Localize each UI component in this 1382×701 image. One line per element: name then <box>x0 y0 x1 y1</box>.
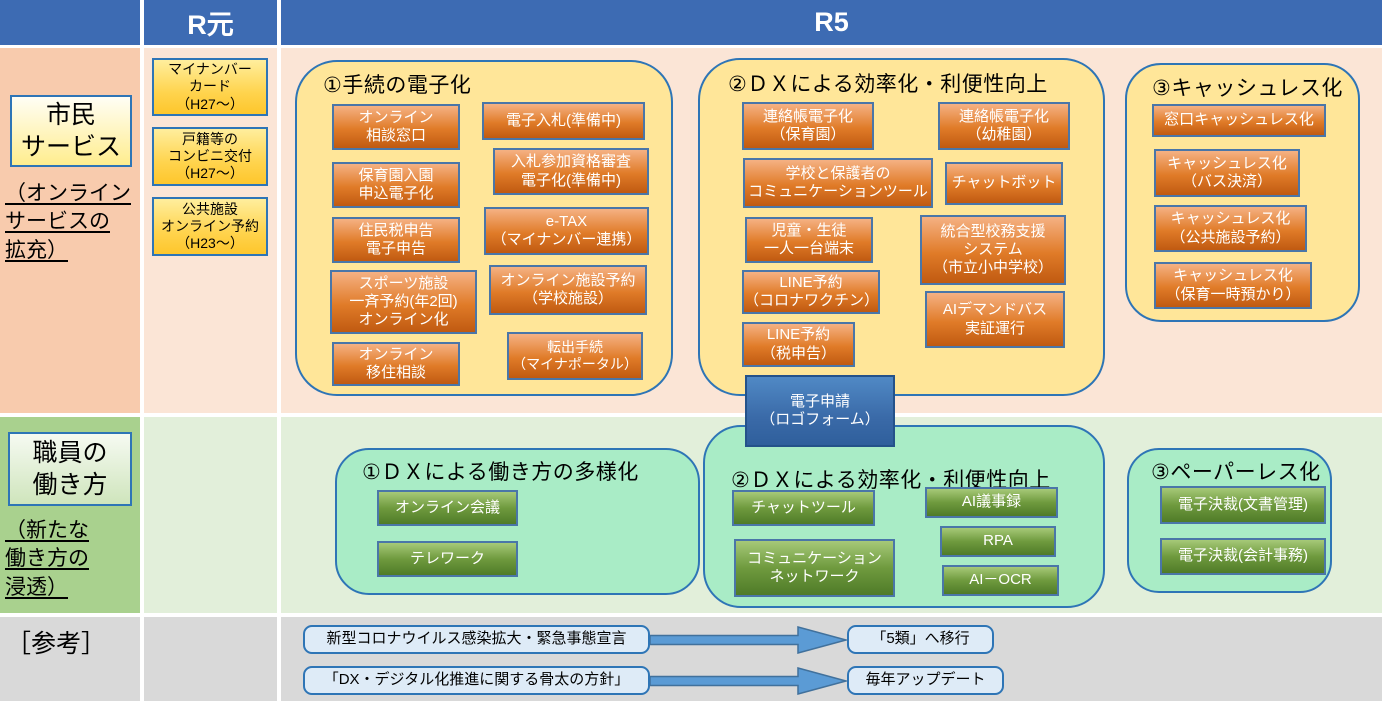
header-cell-r1: R元 <box>144 0 277 45</box>
ref-covid-box: 新型コロナウイルス感染拡大・緊急事態宣言 <box>303 625 650 654</box>
reference-row-title: ［参考］ <box>6 630 107 658</box>
item-renrakucho-hoikuen: 連絡帳電子化 （保育園） <box>742 102 874 150</box>
header-cell-r5: R5 <box>281 0 1382 45</box>
staff-row-r1-cell <box>144 417 277 613</box>
item-etax: e-TAX （マイナンバー連携） <box>484 207 649 255</box>
r1-item-convenience-issue: 戸籍等の コンビニ交付 （H27～） <box>152 127 268 186</box>
item-online-kaigi: オンライン会議 <box>377 490 518 526</box>
item-juminzei-shinkoku: 住民税申告 電子申告 <box>332 217 460 263</box>
citizen-group1-container: ①手続の電子化 オンライン 相談窓口 保育園入園 申込電子化 住民税申告 電子申… <box>295 60 673 396</box>
item-denshi-shinsei-bridge: 電子申請 （ロゴフォーム） <box>745 375 895 447</box>
citizen-group2-container: ②ＤＸによる効率化・利便性向上 連絡帳電子化 （保育園） 学校と保護者の コミュ… <box>698 58 1105 396</box>
staff-group1-title: ①ＤＸによる働き方の多様化 <box>362 461 639 484</box>
citizen-row-subtitle: （オンライン サービスの 拡充） <box>5 182 131 262</box>
item-cashless-bus: キャッシュレス化 （バス決済） <box>1154 149 1300 197</box>
item-ai-ocr: AI－OCR <box>942 565 1059 596</box>
staff-group2-container: ②ＤＸによる効率化・利便性向上 チャットツール コミュニケーション ネットワーク… <box>703 425 1105 608</box>
header-r5-label: R5 <box>814 7 849 37</box>
citizen-group1-title: ①手続の電子化 <box>323 74 472 97</box>
item-rpa: RPA <box>940 526 1056 557</box>
ref-dx-policy-box: 「DX・デジタル化推進に関する骨太の方針」 <box>303 666 650 695</box>
r1-item-online-reservation: 公共施設 オンライン予約 （H23～） <box>152 197 268 256</box>
item-tenshutsu-tetsuzuki: 転出手続 （マイナポータル） <box>507 332 643 380</box>
reference-row-label-cell <box>0 617 140 701</box>
item-denshi-kessai-bunsho: 電子決裁(文書管理) <box>1160 486 1326 524</box>
item-school-communication-tool: 学校と保護者の コミュニケーションツール <box>743 158 933 208</box>
citizen-group3-container: ③キャッシュレス化 窓口キャッシュレス化 キャッシュレス化 （バス決済） キャッ… <box>1125 63 1360 322</box>
item-chatbot: チャットボット <box>945 162 1063 205</box>
item-madoguchi-cashless: 窓口キャッシュレス化 <box>1152 104 1326 137</box>
staff-group3-container: ③ペーパーレス化 電子決裁(文書管理) 電子決裁(会計事務) <box>1127 448 1332 593</box>
staff-row-title: 職員の 働き方 <box>8 432 132 506</box>
ref-yearly-update-box: 毎年アップデート <box>847 666 1004 695</box>
staff-group3-title: ③ペーパーレス化 <box>1151 461 1321 484</box>
item-denshi-nyusatsu: 電子入札(準備中) <box>482 102 645 140</box>
citizen-group2-title: ②ＤＸによる効率化・利便性向上 <box>728 73 1048 96</box>
ref-class5-box: 「5類」へ移行 <box>847 625 994 654</box>
flow-arrow-icon <box>650 626 848 654</box>
item-online-soudan: オンライン 相談窓口 <box>332 104 460 150</box>
r1-item-mynumber-card: マイナンバー カード （H27～） <box>152 58 268 116</box>
item-line-yoyaku-tax: LINE予約 （税申告） <box>742 322 855 367</box>
item-koumu-shien-system: 統合型校務支援 システム （市立小中学校） <box>920 215 1066 285</box>
item-communication-network: コミュニケーション ネットワーク <box>734 539 895 597</box>
item-ai-gijiroku: AI議事録 <box>925 487 1058 518</box>
staff-row-subtitle: （新たな 働き方の 浸透） <box>5 519 89 599</box>
item-chat-tool: チャットツール <box>732 490 875 526</box>
citizen-row-title: 市民 サービス <box>10 95 132 167</box>
item-cashless-public-facility: キャッシュレス化 （公共施設予約） <box>1154 205 1307 252</box>
item-denshi-kessai-kaikei: 電子決裁(会計事務) <box>1160 538 1326 575</box>
item-hoikuen-moushikomi: 保育園入園 申込電子化 <box>332 162 460 208</box>
header-cell-blank <box>0 0 140 45</box>
staff-group2-title: ②ＤＸによる効率化・利便性向上 <box>731 469 1051 492</box>
item-line-yoyaku-vaccine: LINE予約 （コロナワクチン） <box>742 270 880 314</box>
citizen-group3-title: ③キャッシュレス化 <box>1152 77 1343 100</box>
staff-group1-container: ①ＤＸによる働き方の多様化 オンライン会議 テレワーク <box>335 448 700 595</box>
item-sports-yoyaku: スポーツ施設 一斉予約(年2回) オンライン化 <box>330 270 477 334</box>
item-ai-demand-bus: AIデマンドバス 実証運行 <box>925 291 1065 348</box>
item-telework: テレワーク <box>377 541 518 577</box>
item-one-device-per-student: 児童・生徒 一人一台端末 <box>745 217 873 263</box>
reference-row-r1-cell <box>144 617 277 701</box>
item-nyusatsu-shinsa: 入札参加資格審査 電子化(準備中) <box>493 148 649 195</box>
flow-arrow-icon <box>650 667 848 695</box>
item-cashless-childcare: キャッシュレス化 （保育一時預かり） <box>1154 262 1312 309</box>
item-renrakucho-youchien: 連絡帳電子化 （幼稚園） <box>938 102 1070 150</box>
item-online-shisetsu-yoyaku: オンライン施設予約 （学校施設） <box>489 265 647 315</box>
item-online-ijuu: オンライン 移住相談 <box>332 342 460 386</box>
header-r1-label: R元 <box>187 10 234 40</box>
